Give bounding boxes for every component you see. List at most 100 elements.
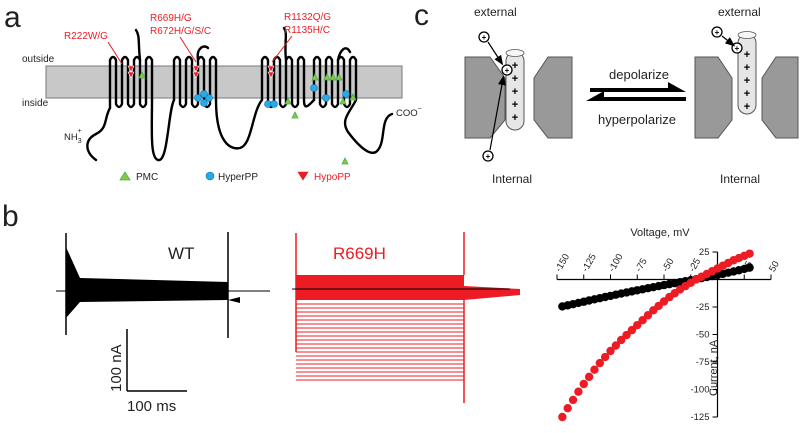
svg-text:+: + — [512, 112, 518, 124]
iv-point — [574, 387, 583, 396]
iv-x-tick-label: -100 — [607, 252, 626, 274]
scale-bar — [126, 329, 187, 392]
svg-text:+: + — [512, 60, 518, 72]
r669h-step-lines — [296, 303, 464, 381]
iv-point — [617, 335, 626, 345]
channel-wall-left-b — [533, 56, 573, 139]
iv-point — [563, 404, 572, 413]
wt-label: WT — [168, 244, 194, 263]
iv-point — [745, 263, 754, 272]
scale-time-label: 100 ms — [127, 398, 176, 415]
cterm-label: COO− — [396, 106, 422, 119]
iv-ylabel: Current, nA — [708, 339, 720, 396]
panel-c: c external external Internal Internal ++… — [414, 0, 799, 186]
svg-text:+: + — [512, 73, 518, 85]
mutation-pointers — [107, 35, 293, 65]
legend-hyperpp-label: HyperPP — [218, 172, 258, 183]
legend-hyperpp-icon — [205, 171, 215, 181]
panel-b-letter: b — [2, 200, 19, 233]
iv-point — [600, 352, 610, 362]
external-label-right: external — [718, 5, 761, 19]
iv-y-tick-label: -100 — [690, 385, 709, 396]
iv-x-tick-label: -125 — [580, 252, 599, 274]
iv-point — [606, 346, 615, 356]
internal-label-right: Internal — [720, 172, 760, 186]
legend: PMC HyperPP HypoPP — [119, 171, 351, 183]
svg-text:+: + — [735, 44, 740, 53]
svg-text:+: + — [744, 62, 750, 74]
iv-y-tick-label: -125 — [690, 412, 709, 423]
panel-c-letter: c — [414, 0, 429, 32]
svg-text:+: + — [744, 88, 750, 100]
iv-point — [622, 330, 631, 340]
panel-a: a outside inside R222W/G R669H/G R672H — [4, 1, 422, 183]
iv-y-tick-label: -50 — [696, 330, 710, 341]
iv-point — [584, 372, 594, 382]
iv-points — [558, 249, 754, 422]
svg-text:+: + — [505, 66, 510, 75]
internal-label-left: Internal — [492, 172, 532, 186]
wt-traces — [56, 232, 270, 338]
iv-chart: Voltage, mV Current, nA -150-125-100-75-… — [553, 227, 782, 423]
svg-text:+: + — [744, 49, 750, 61]
iv-x-tick-label: -150 — [553, 252, 572, 274]
depolarize-label: depolarize — [609, 67, 669, 82]
mutation-labels: R222W/G R669H/G R672H/G/S/C R1132Q/G R11… — [64, 12, 331, 42]
mutation-r1132: R1132Q/G — [284, 12, 331, 23]
scale-current-label: 100 nA — [108, 344, 125, 392]
iv-x-tick-label: -25 — [687, 257, 703, 274]
hyperpolarize-label: hyperpolarize — [598, 112, 676, 127]
iv-point — [568, 395, 578, 405]
charge-arrows-left — [487, 41, 506, 151]
svg-text:+: + — [715, 28, 720, 37]
iv-point — [633, 320, 642, 330]
iv-y-tick-label: 25 — [699, 247, 710, 258]
iv-point — [611, 341, 621, 350]
svg-text:+: + — [482, 33, 487, 42]
mutation-r222: R222W/G — [64, 31, 108, 42]
legend-hypopp-icon — [297, 171, 309, 181]
svg-text:+: + — [512, 99, 518, 111]
iv-point — [627, 325, 637, 335]
legend-pmc-icon — [119, 171, 131, 181]
s4-charges-left: +++++ — [512, 60, 518, 124]
channel-wall-right-b — [761, 56, 799, 139]
external-label-left: external — [474, 5, 517, 19]
iv-point — [745, 249, 754, 258]
mutation-r669: R669H/G — [150, 13, 192, 24]
legend-hypopp-label: HypoPP — [314, 172, 351, 183]
hypopp-markers — [127, 65, 275, 79]
iv-x-tick-label: -75 — [633, 257, 649, 274]
panel-b: b WT — [2, 200, 782, 423]
gating-charge-left — [478, 31, 513, 162]
mutation-r672: R672H/G/S/C — [150, 26, 211, 37]
r669h-traces — [292, 232, 520, 403]
channel-wall-right-a — [694, 56, 733, 139]
iv-y-tick-label: -25 — [696, 302, 710, 313]
iv-x-tick-label: 50 — [767, 259, 782, 274]
svg-text:+: + — [486, 152, 491, 161]
inside-label: inside — [22, 98, 49, 109]
mutation-r1135: R1135H/C — [284, 25, 330, 36]
iv-y-tick-label: -75 — [696, 357, 710, 368]
iv-point — [579, 379, 588, 389]
iv-point — [643, 311, 653, 320]
iv-point — [590, 365, 599, 374]
iv-point — [638, 316, 647, 325]
r669h-label: R669H — [333, 244, 386, 263]
iv-series-r669h — [558, 249, 754, 422]
svg-text:+: + — [744, 75, 750, 87]
outside-label: outside — [22, 54, 55, 65]
iv-axes: -150-125-100-75-50-25255025-25-50-75-100… — [553, 247, 782, 423]
svg-text:+: + — [744, 101, 750, 113]
iv-x-tick-label: -50 — [660, 257, 676, 274]
iv-point — [558, 412, 567, 422]
charge-arrow-right — [721, 35, 736, 47]
pmc-markers — [138, 71, 357, 165]
depolarize-arrow — [590, 82, 686, 92]
legend-pmc-label: PMC — [136, 172, 158, 183]
channel-backbone — [86, 26, 394, 162]
panel-a-letter: a — [4, 1, 21, 34]
